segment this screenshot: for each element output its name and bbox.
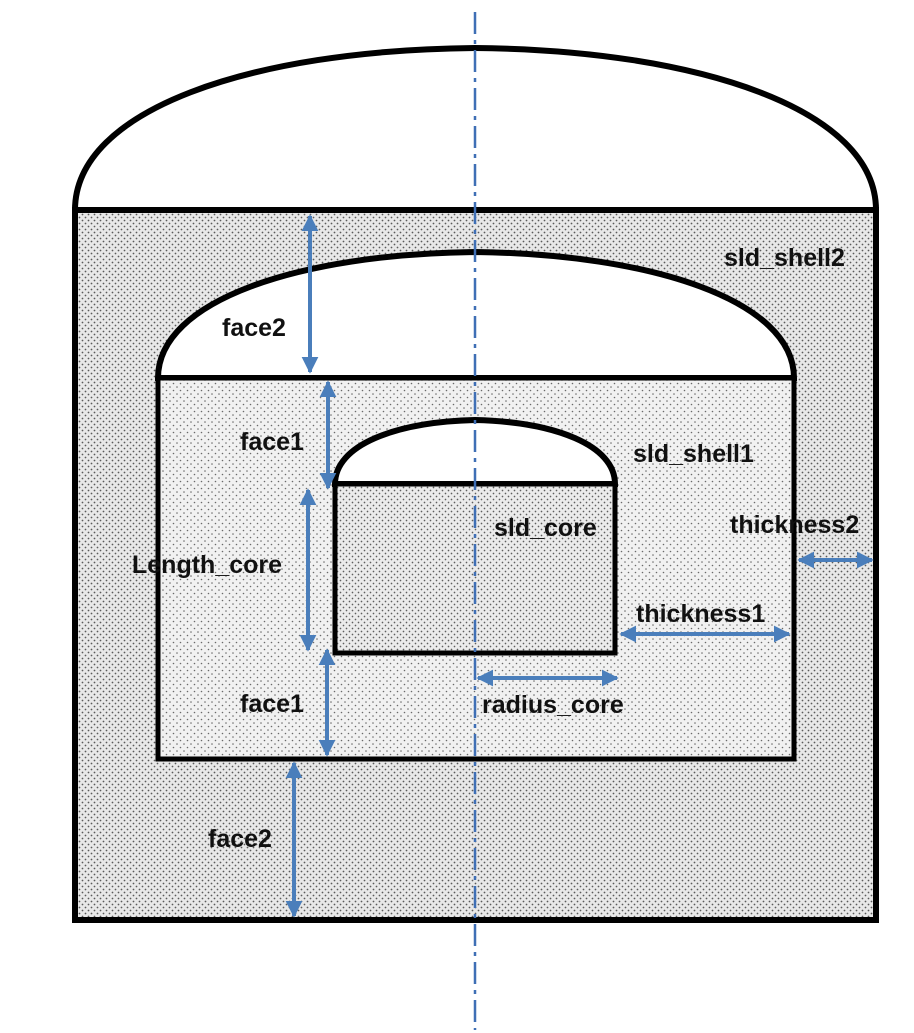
label-face1-top: face1 (240, 428, 304, 456)
label-face2-bottom: face2 (208, 825, 272, 853)
label-length-core: Length_core (132, 551, 282, 579)
label-thickness2: thickness2 (730, 511, 859, 539)
label-face2-top: face2 (222, 314, 286, 342)
core (331, 416, 619, 656)
label-sld-shell2: sld_shell2 (724, 244, 845, 272)
label-sld-shell1: sld_shell1 (633, 440, 754, 468)
label-thickness1: thickness1 (636, 600, 765, 628)
label-face1-bottom: face1 (240, 690, 304, 718)
label-sld-core: sld_core (494, 514, 597, 542)
label-radius-core: radius_core (482, 691, 624, 719)
